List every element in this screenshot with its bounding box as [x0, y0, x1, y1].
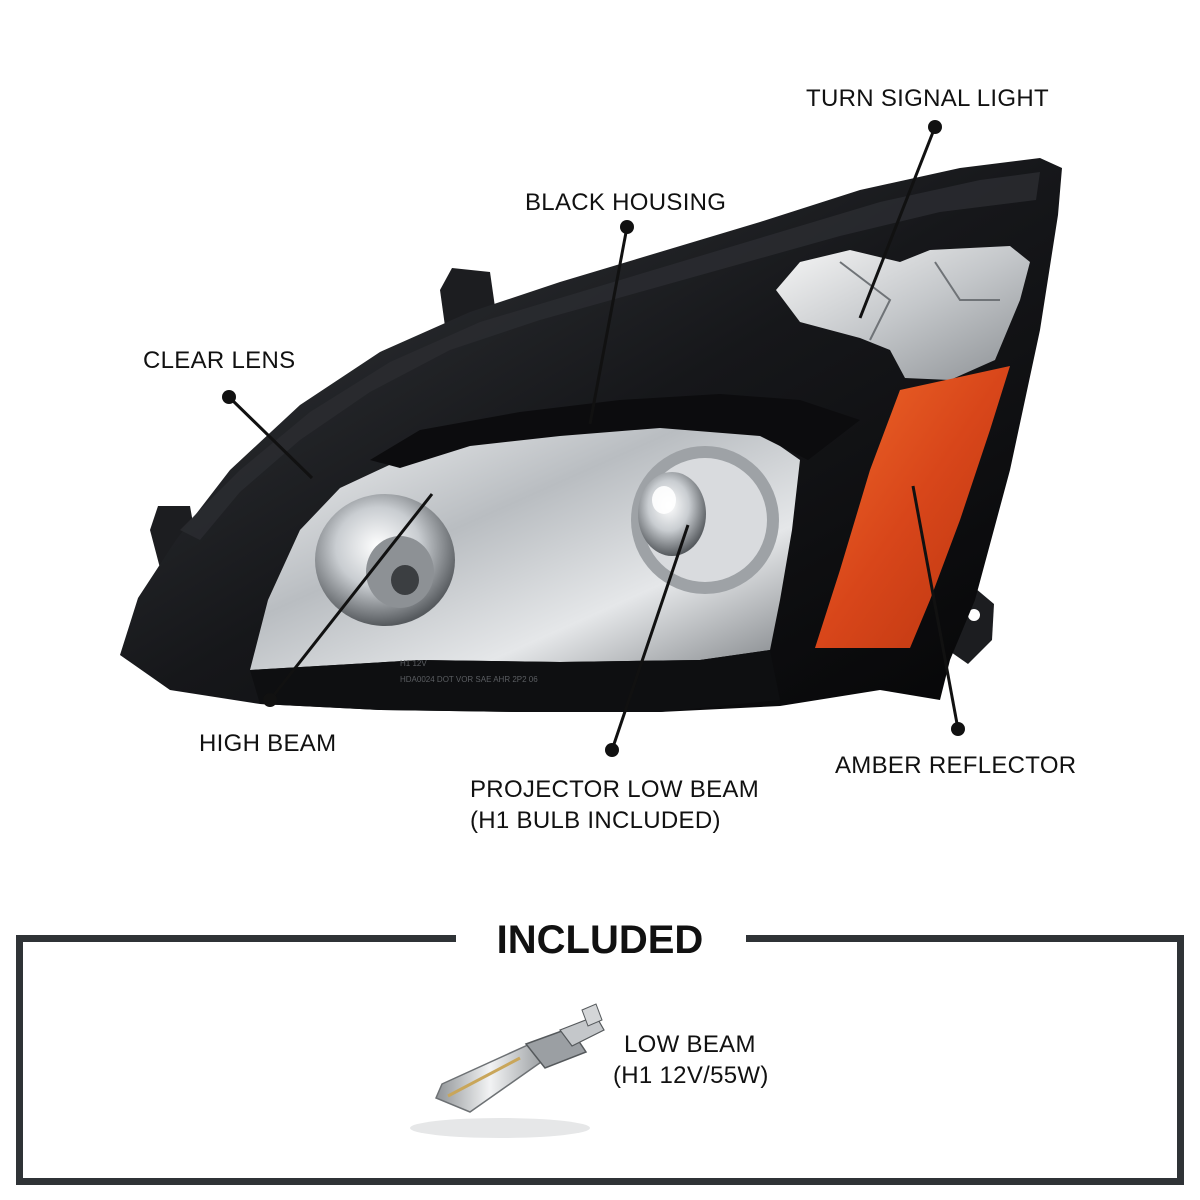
- h1-bulb-image: [410, 1003, 605, 1138]
- clear-lens-area: [180, 172, 1040, 540]
- included-frame-left: [16, 935, 23, 1185]
- turn-signal-light-label: TURN SIGNAL LIGHT: [806, 85, 1049, 112]
- included-frame-bottom: [16, 1178, 1184, 1185]
- svg-text:H1 12V: H1 12V: [400, 659, 427, 668]
- turn-signal-dot: [928, 120, 942, 134]
- headlight-assembly-image: H1 12V HDA0024 DOT VOR SAE AHR 2P2 06: [120, 158, 1062, 712]
- amber-reflector-leader: [911, 485, 960, 730]
- callout-lines: [222, 120, 965, 757]
- included-title: INCLUDED: [496, 918, 704, 962]
- projector-low-beam-label: PROJECTOR LOW BEAM: [470, 776, 759, 803]
- projector-lens: [638, 472, 706, 556]
- black-housing-dot: [620, 220, 634, 234]
- projector-bulb-included-label: (H1 BULB INCLUDED): [470, 807, 721, 834]
- high-beam-label: HIGH BEAM: [199, 730, 337, 757]
- clear-lens-dot: [222, 390, 236, 404]
- black-housing-leader: [588, 226, 629, 425]
- turn-signal-leader: [858, 126, 937, 319]
- included-frame-right: [1177, 935, 1184, 1185]
- svg-text:HDA0024 DOT VOR SAE AHR 2P2 06: HDA0024 DOT VOR SAE AHR 2P2 06: [400, 675, 538, 684]
- high-beam-leader: [268, 493, 434, 701]
- turn-signal-lens: [776, 246, 1030, 380]
- amber-reflector-label: AMBER REFLECTOR: [835, 752, 1077, 779]
- high-beam-dot: [263, 693, 277, 707]
- amber-reflector-lens: [815, 366, 1010, 648]
- amber-reflector-dot: [951, 722, 965, 736]
- included-item-name: LOW BEAM: [624, 1031, 756, 1058]
- clear-lens-leader: [227, 395, 314, 480]
- included-frame-top-right: [746, 935, 1184, 942]
- included-item-spec: (H1 12V/55W): [613, 1062, 769, 1089]
- projector-dot: [605, 743, 619, 757]
- projector-leader: [610, 524, 690, 751]
- black-housing-label: BLACK HOUSING: [525, 189, 727, 216]
- included-frame-top-left: [16, 935, 456, 942]
- clear-lens-label: CLEAR LENS: [143, 347, 296, 374]
